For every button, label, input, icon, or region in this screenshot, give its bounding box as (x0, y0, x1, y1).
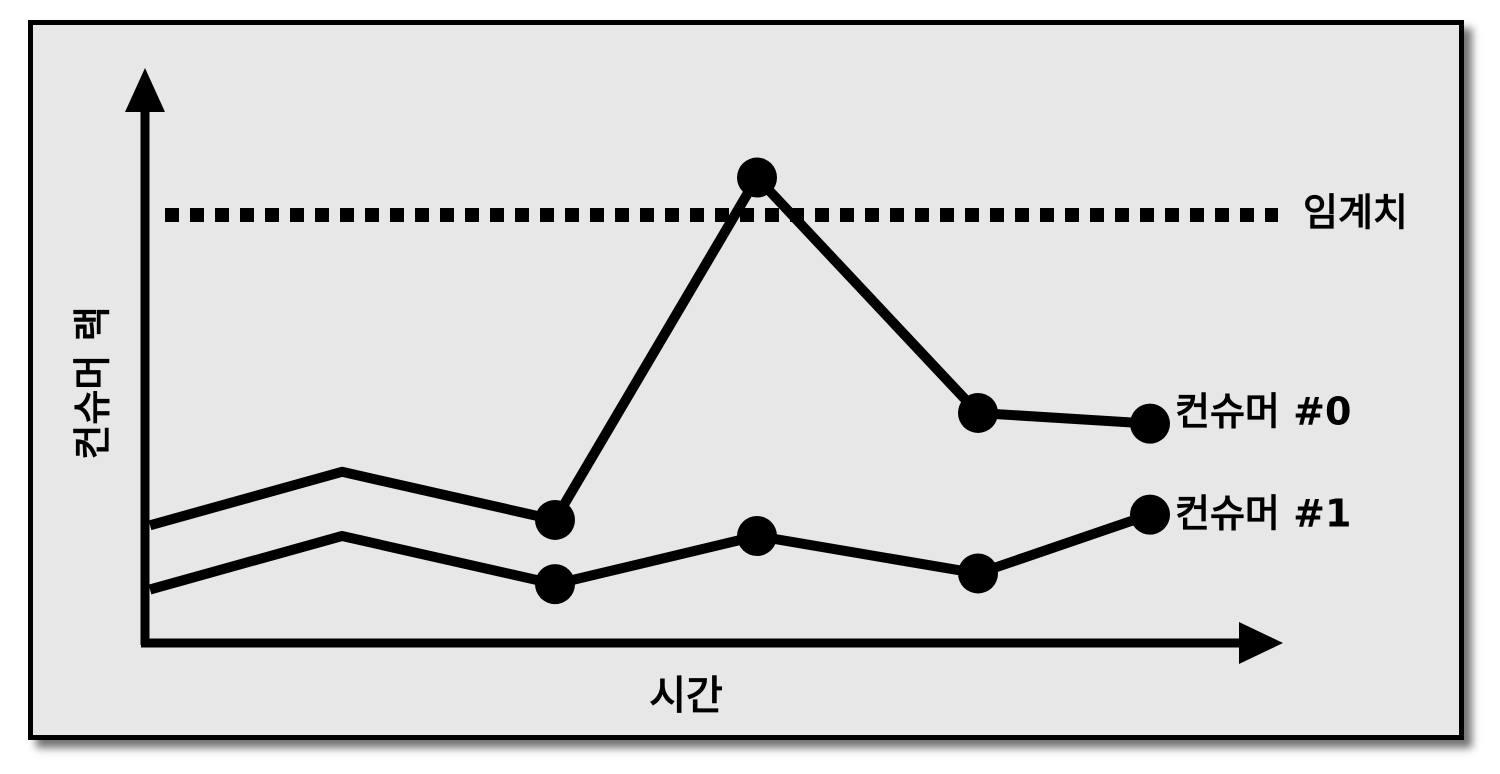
chart-frame (28, 20, 1464, 740)
series-line (148, 509, 1152, 595)
series-0: 컨슈머 #0 (148, 157, 1351, 540)
data-point (1130, 494, 1170, 535)
series-label: 컨슈머 #1 (1175, 492, 1351, 536)
series-layer: 컨슈머 #0 컨슈머 #1 (148, 157, 1351, 605)
data-point (737, 157, 777, 198)
x-axis-label: 시간 (649, 673, 723, 719)
axes (125, 68, 1283, 664)
data-point (535, 564, 575, 605)
series-label: 컨슈머 #0 (1175, 390, 1351, 434)
threshold-label: 임계치 (1303, 191, 1408, 235)
y-axis-arrow-icon (125, 68, 165, 112)
threshold-group: 임계치 (165, 191, 1408, 235)
data-point (1130, 403, 1170, 444)
data-point (958, 392, 998, 433)
series-line (148, 172, 1151, 531)
data-point (958, 553, 998, 594)
y-axis-label: 컨슈머 랙 (71, 306, 115, 459)
data-point (737, 516, 777, 556)
x-axis-arrow-icon (1239, 622, 1283, 664)
data-point (535, 499, 575, 540)
series-1: 컨슈머 #1 (148, 492, 1351, 605)
